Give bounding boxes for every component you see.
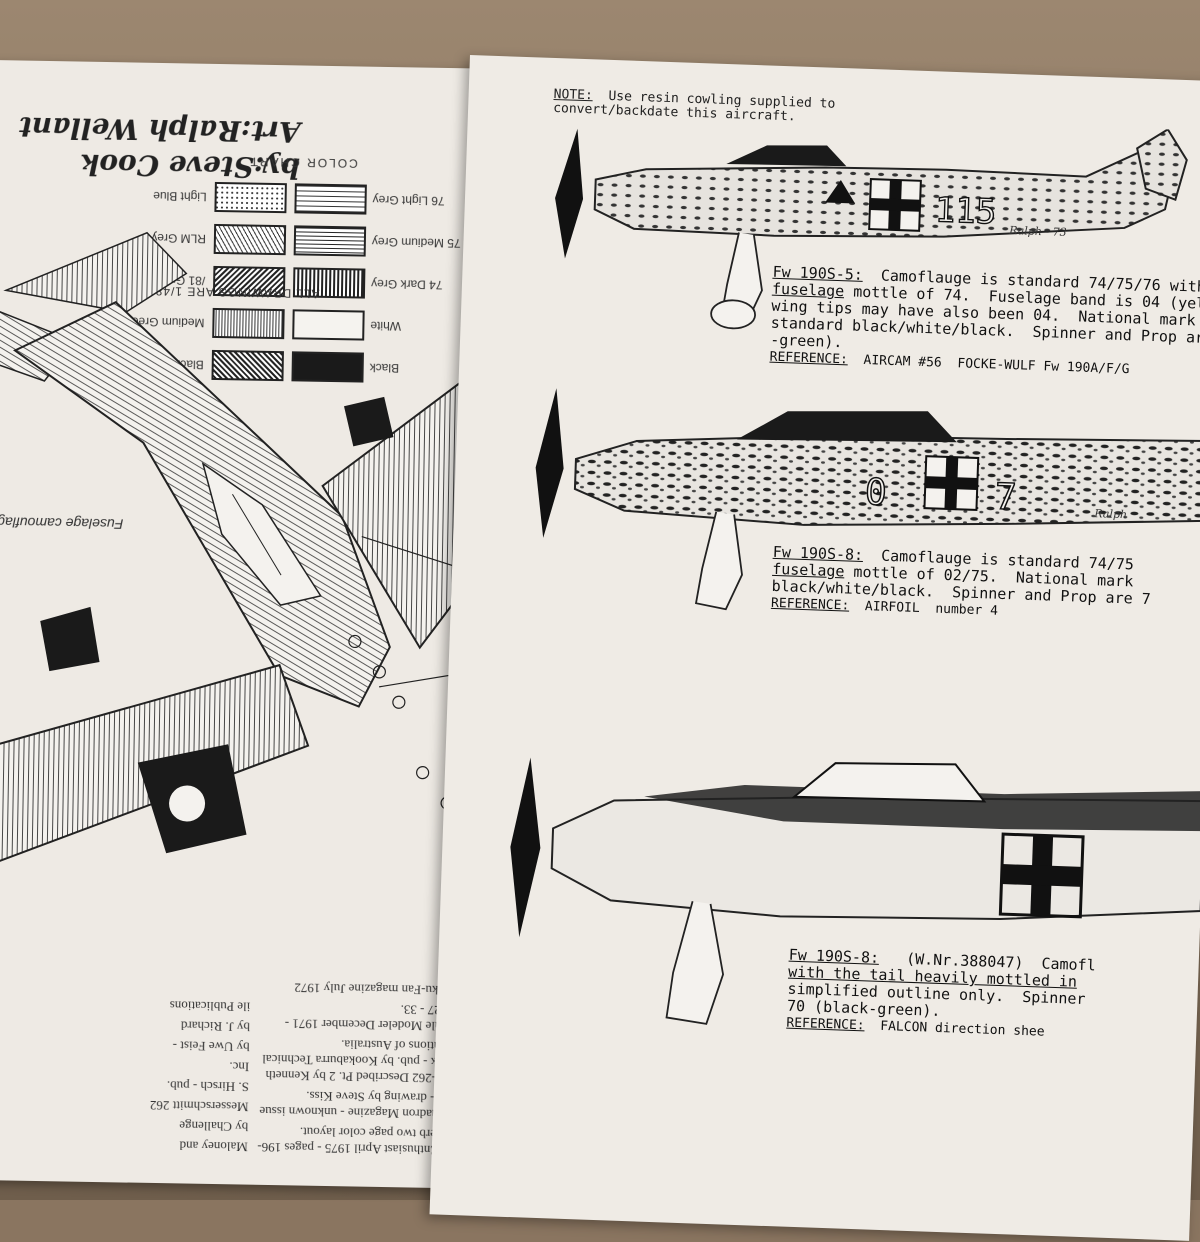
aircraft-2-ref-label: REFERENCE: <box>770 595 850 614</box>
aircraft-1-code: 115 <box>934 190 997 232</box>
aircraft-1-signature: Ralph - 73 <box>1008 223 1067 239</box>
aircraft-2-side-view: 0 7 <box>535 388 1200 611</box>
aircraft-2-code: 7 <box>994 477 1017 519</box>
right-page: NOTE: Use resin cowling supplied to conv… <box>429 55 1200 1241</box>
aircraft-2-signature: Ralph <box>1094 507 1128 522</box>
aircraft-3-side-view <box>510 757 1200 1025</box>
aircraft-1-ref-label: REFERENCE: <box>769 349 849 368</box>
aircraft-1-side-view: 115 <box>555 128 1188 330</box>
aircraft-2-digit: 0 <box>864 472 887 514</box>
aircraft-3-ref-label: REFERENCE: <box>786 1015 865 1034</box>
